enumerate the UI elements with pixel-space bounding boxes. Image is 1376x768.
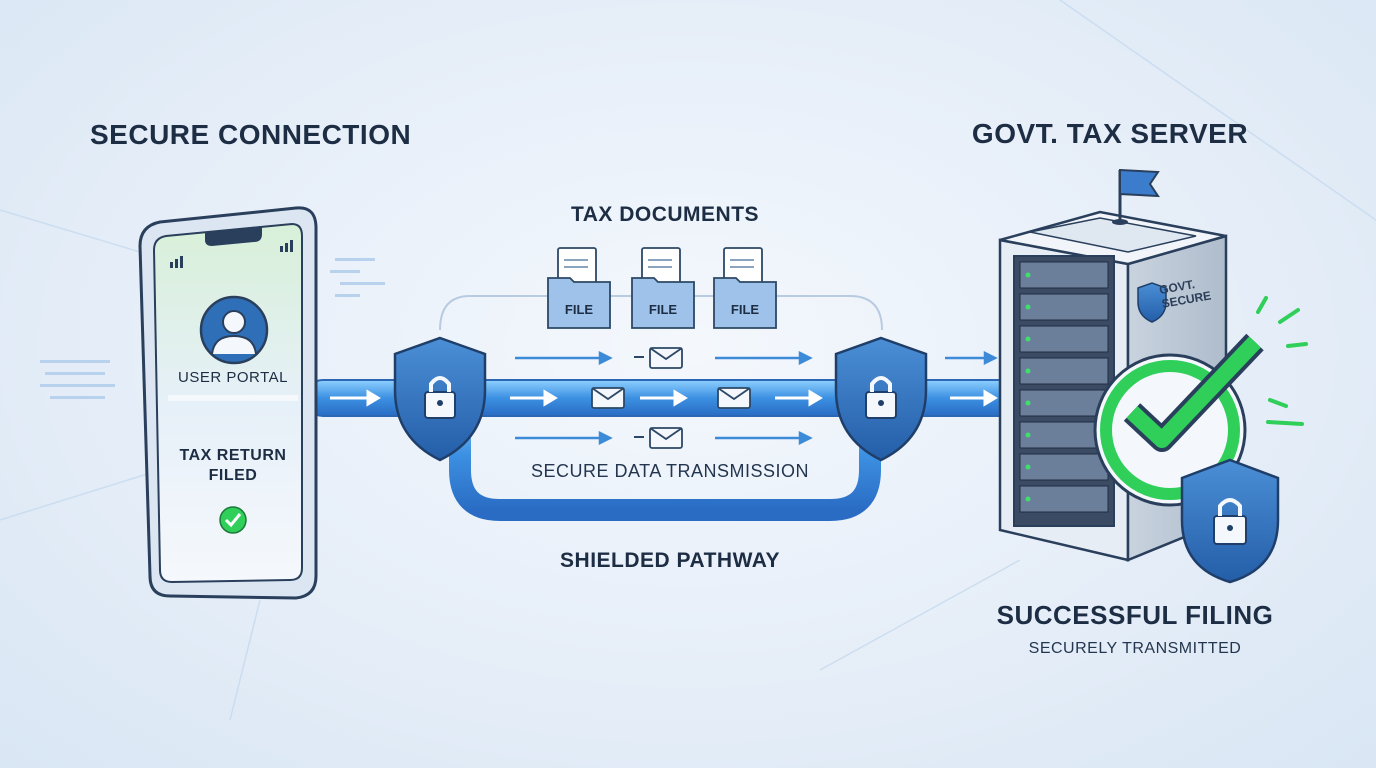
shielded-pathway-label: SHIELDED PATHWAY [560,549,780,572]
secure-data-transmission-label: SECURE DATA TRANSMISSION [530,461,810,481]
file-folder-icon [547,247,611,329]
flag-icon [1112,168,1160,225]
secure-connection-title: SECURE CONNECTION [90,119,412,150]
check-icon [219,506,247,534]
user-portal-label: USER PORTAL [178,369,288,386]
govt-tax-server-title: GOVT. TAX SERVER [971,118,1249,149]
securely-transmitted-subtitle: SECURELY TRANSMITTED [1028,640,1242,657]
pipe-arrows [330,389,998,407]
file-label: FILE [648,302,678,317]
envelope-icon [717,387,751,409]
tax-return-filed-label: TAX RETURN FILED [179,447,287,484]
shield-lock-icon [1180,458,1280,584]
user-avatar-icon [199,295,269,365]
shielded-pathway-pipe [449,389,881,521]
envelope-icon [634,427,683,449]
envelope-icon [591,387,625,409]
flow-arrows [515,350,998,446]
file-label: FILE [564,302,594,317]
file-folder-icon [713,247,777,329]
tax-documents-label: TAX DOCUMENTS [570,203,760,226]
file-label: FILE [730,302,760,317]
phone-icon [138,206,318,600]
data-bars-decor [40,258,385,399]
shield-lock-icon [393,336,487,462]
shield-lock-icon [834,336,928,462]
file-folder-icon [631,247,695,329]
envelope-icon [634,347,683,369]
successful-filing-title: SUCCESSFUL FILING [996,600,1274,630]
